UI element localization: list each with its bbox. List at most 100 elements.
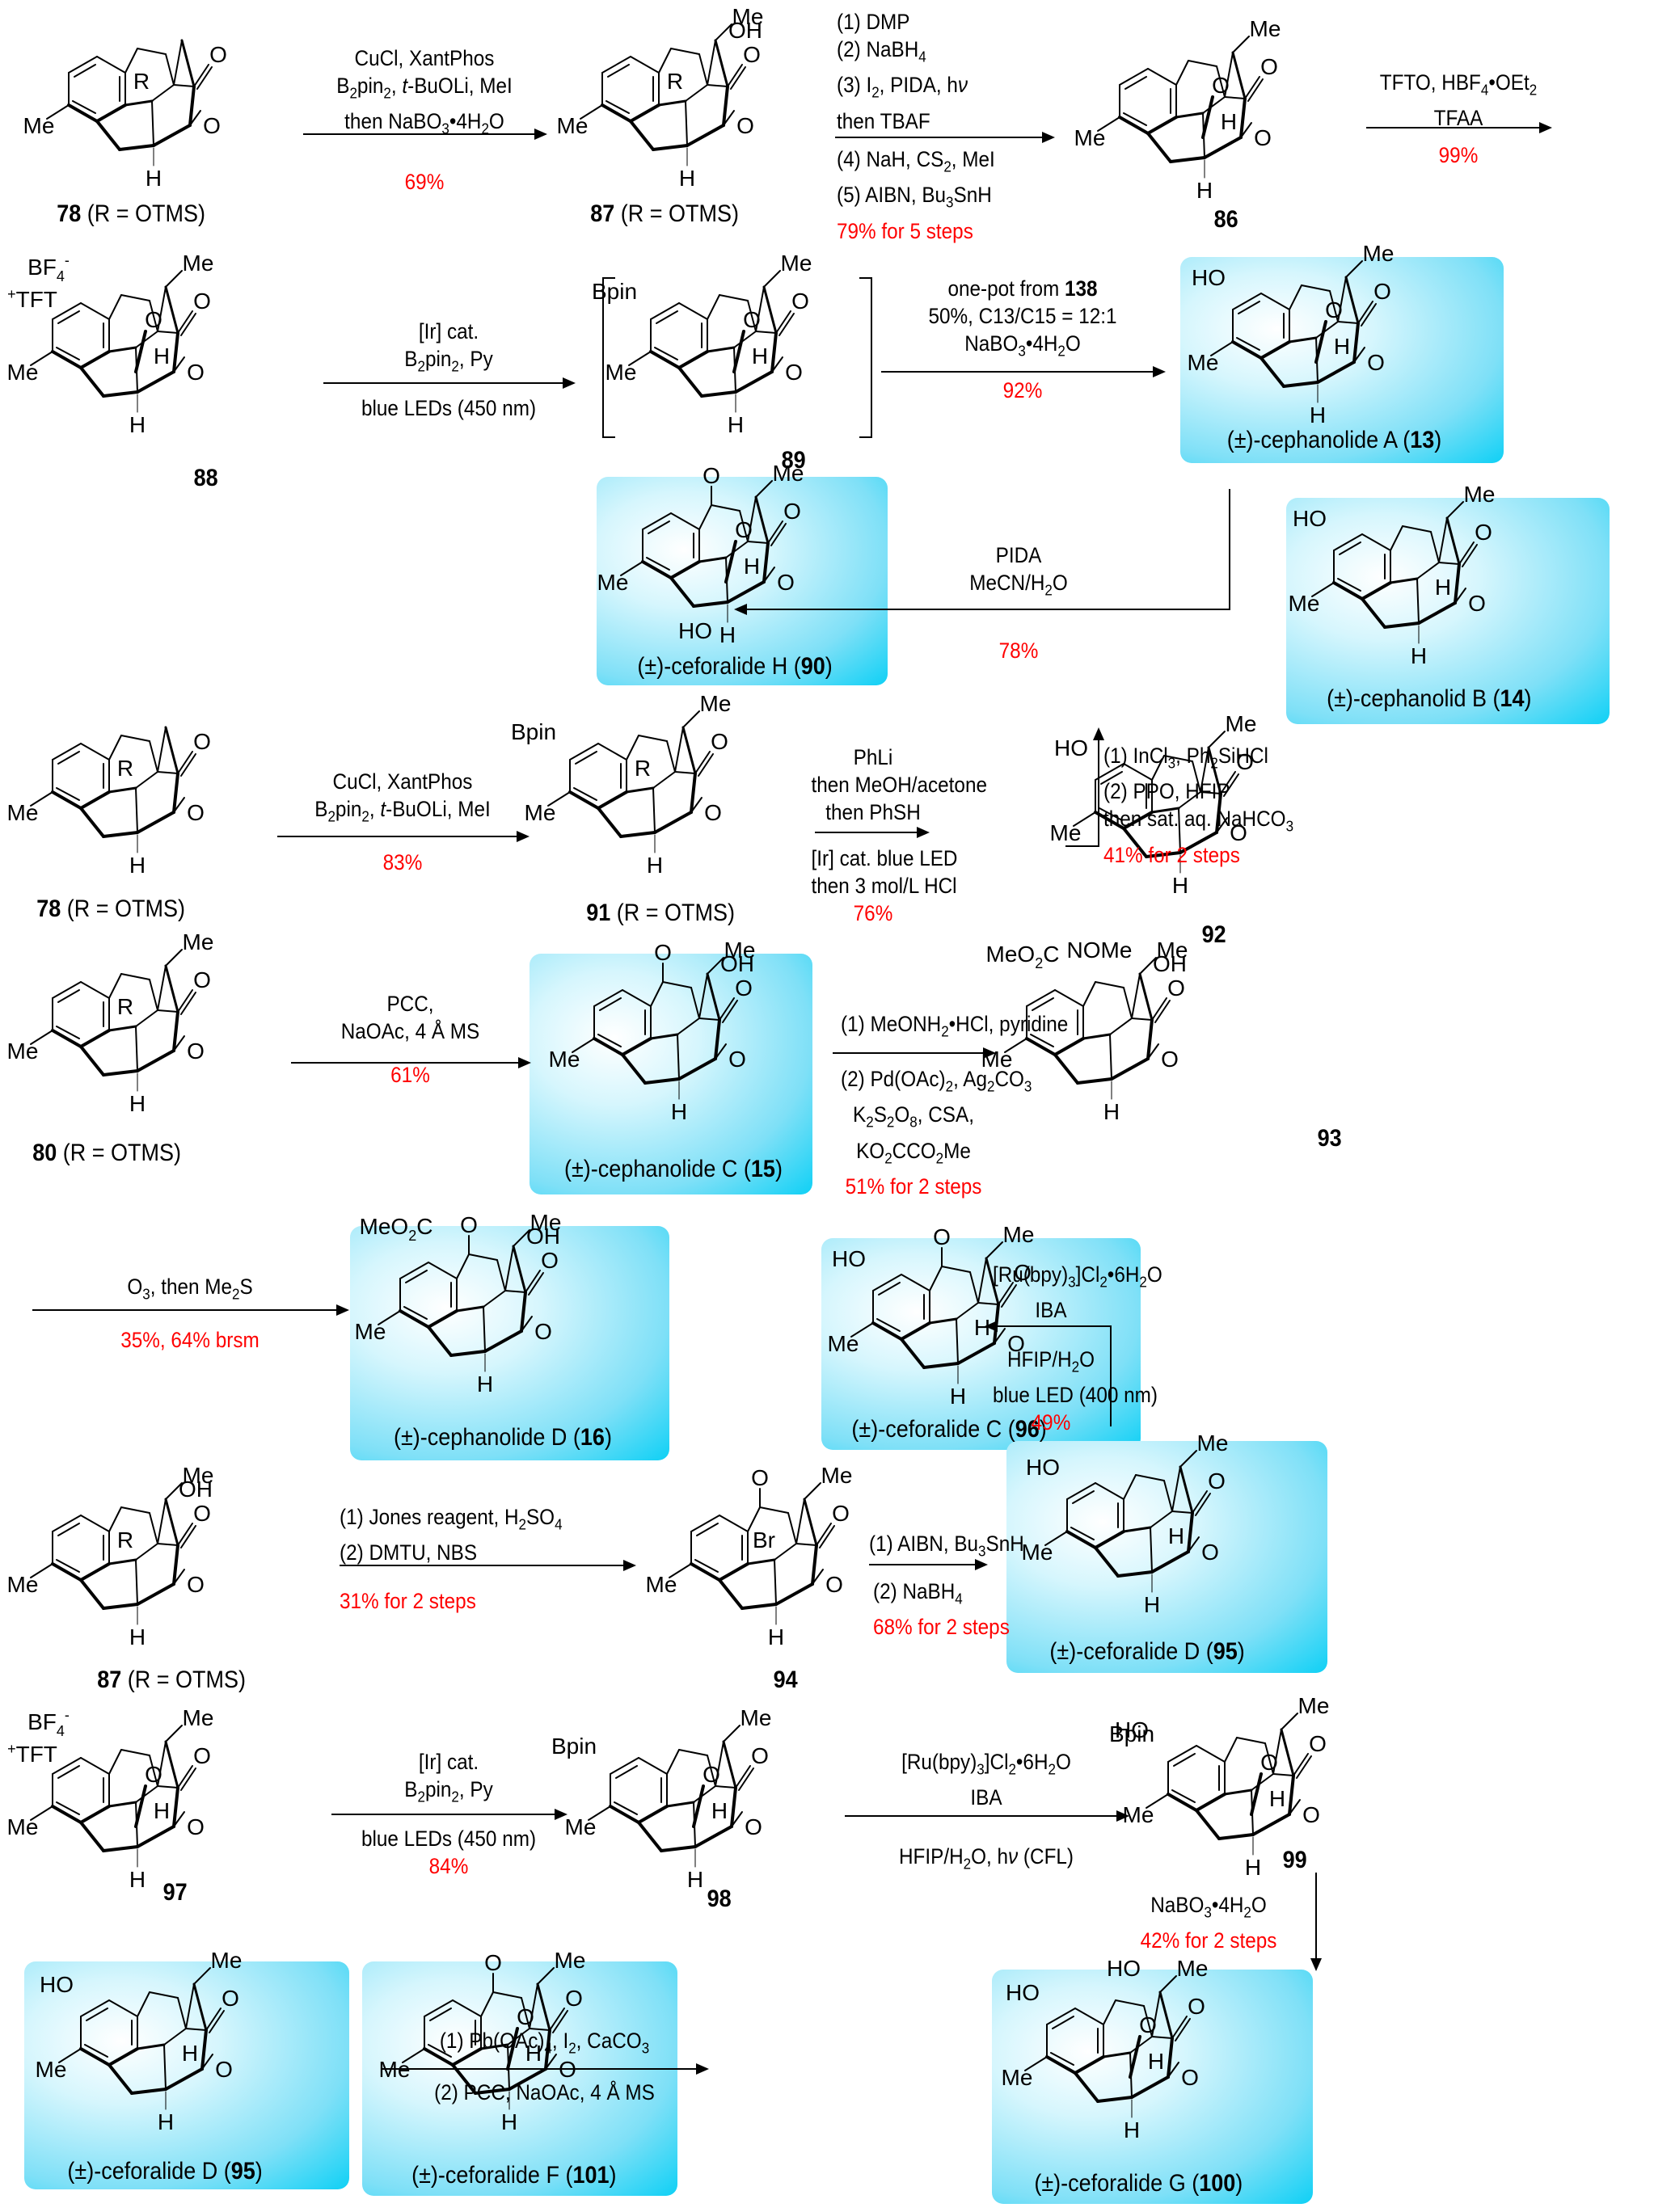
hydrogen-label: H (711, 1798, 728, 1823)
aromatic-bond (569, 743, 599, 761)
highlight-cephanolide-a (1180, 257, 1504, 463)
core-bond (1195, 1809, 1221, 1840)
line-r9 (1065, 845, 1099, 847)
methyl-label: Me (1188, 350, 1219, 375)
label-78-b: 78 (R = OTMS) (36, 895, 186, 922)
methyl-bond (46, 104, 70, 120)
condition-line: CuCl, XantPhos (354, 46, 495, 70)
aromatic-double-bond (56, 1801, 80, 1815)
lactone-oxygen: O (728, 1047, 746, 1072)
methyl-label: Me (605, 360, 637, 385)
aromatic-bond (601, 56, 631, 74)
bridge-bond (149, 979, 158, 1011)
label-91: 91 (R = OTMS) (586, 900, 736, 926)
core-bond (928, 1317, 958, 1325)
aromatic-bond (629, 103, 660, 123)
condition-line: TFTO, HBF4•OEt2 (1379, 70, 1538, 99)
methyl-label: Me (732, 4, 764, 29)
core-bond (649, 1033, 679, 1040)
ketone-oxygen: O (460, 1212, 478, 1237)
core-bond (1416, 578, 1420, 624)
highlight-ceforalide-c (821, 1238, 1141, 1450)
aromatic-bond (1332, 581, 1364, 600)
carbonyl-bond (1296, 1755, 1312, 1779)
methyl-bond (165, 1482, 183, 1500)
carbonyl-oxygen: O (1188, 1994, 1205, 2019)
carbonyl-bond (775, 310, 791, 334)
bridge-bond (1103, 1999, 1116, 2025)
bridge-bond (1151, 1991, 1161, 2037)
core-bond (1169, 156, 1206, 163)
lactone-bond (715, 1785, 736, 1789)
bridge-bond (706, 972, 721, 1022)
aromatic-bond (1118, 116, 1150, 135)
methyl-bond (715, 23, 732, 41)
aromatic-bond (67, 103, 99, 123)
core-bond (1130, 2075, 1170, 2099)
carbonyl-bond (1244, 76, 1260, 99)
condition-line: HFIP/H2O, hν (CFL) (898, 1844, 1074, 1873)
ketone-oxygen: O (484, 1950, 502, 1975)
hydrogen-label: H (1172, 873, 1188, 898)
carbonyl-bond (180, 313, 196, 336)
carbonyl-bond (1171, 2016, 1188, 2039)
lactone-oxygen: O (1367, 350, 1385, 375)
aromatic-double-bond (1236, 337, 1260, 351)
lactone-bond (1146, 1018, 1154, 1060)
aromatic-bond (1026, 989, 1056, 1007)
bridge-bond (977, 1258, 987, 1304)
hydrogen-label: H (728, 412, 744, 437)
aromatic-bond (80, 1757, 110, 1775)
core-bond (922, 1362, 960, 1369)
core-bond (135, 787, 138, 833)
core-bond (151, 100, 154, 146)
lactone-bond (520, 1291, 527, 1333)
core-bond (95, 120, 121, 151)
bridge-bond (124, 48, 138, 74)
label-87-a: 87 (R = OTMS) (590, 200, 740, 227)
aromatic-double-bond (74, 64, 96, 78)
bridge-bond (164, 1740, 179, 1789)
core-bond (1150, 1527, 1153, 1573)
methyl-bond (1281, 1713, 1298, 1730)
carbonyl-bond (525, 1270, 541, 1293)
lactone-bond (188, 85, 196, 127)
bridge-bond (1216, 65, 1226, 98)
condition-line: NaBO3•4H2O (964, 331, 1081, 360)
bridge-bond (108, 973, 122, 999)
bridge-bond (120, 973, 150, 980)
bridge-bond (1163, 1480, 1173, 1512)
lactone-bond (1288, 1774, 1295, 1816)
bridge-bond (1135, 1474, 1165, 1481)
aromatic-bond (1196, 1745, 1226, 1763)
carbonyl-bond (1361, 303, 1377, 327)
arrow-r5 (881, 366, 1166, 377)
bridge-bond (795, 1498, 805, 1544)
aromatic-bond (79, 1805, 111, 1824)
carbonyl-bond (549, 2008, 565, 2031)
oxime-label: NOMe (1067, 937, 1133, 963)
lactone-oxygen: O (785, 360, 803, 385)
carbonyl-bond (177, 310, 193, 334)
core-bond (686, 124, 725, 147)
lactone-bond (730, 1786, 737, 1828)
carbonyl-oxygen: O (193, 289, 211, 314)
lactone-bond (811, 1544, 818, 1586)
condition-line: (1) MeONH2•HCl, pyridine (841, 1012, 1069, 1041)
hydrogen-label: H (129, 412, 146, 437)
methyl-label: Me (525, 800, 556, 825)
methyl-bond (588, 1805, 611, 1821)
lactone-oxygen: O (187, 800, 205, 825)
lactone-bond (189, 110, 201, 126)
label-90: (±)-ceforalide H (90) (637, 653, 833, 680)
condition-line: TFAA (1433, 106, 1483, 131)
bridge-bond (929, 1266, 943, 1291)
